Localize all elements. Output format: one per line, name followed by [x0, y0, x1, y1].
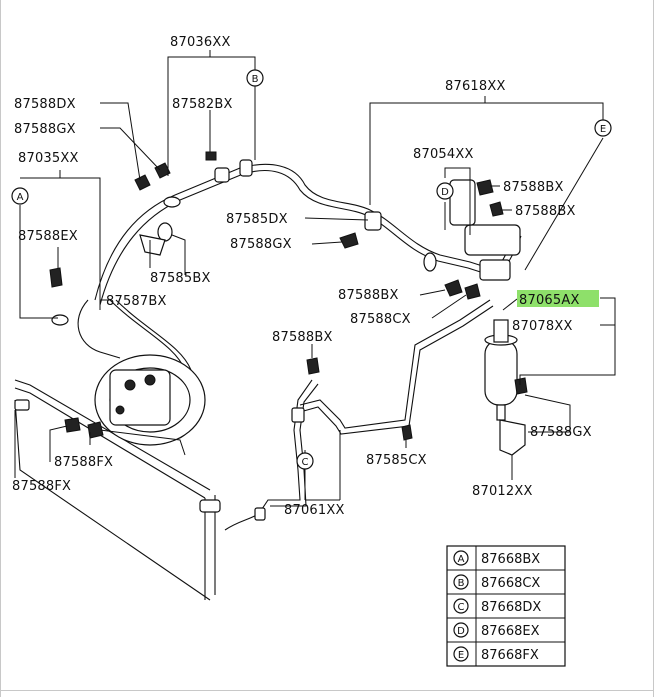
part-labels: 87036XX 87588DX 87588GX 87582BX 87035XX …	[12, 35, 592, 518]
pipework	[14, 163, 522, 601]
label-87618xx[interactable]: 87618XX	[445, 79, 506, 94]
callout-c-text: C	[302, 457, 309, 468]
label-87588bx-right[interactable]: 87588BX	[515, 204, 576, 219]
legend-key-e: E	[458, 650, 464, 661]
label-87582bx[interactable]: 87582BX	[172, 97, 233, 112]
receiver-drier	[484, 319, 518, 421]
callout-d-text: D	[441, 187, 449, 198]
label-87585dx[interactable]: 87585DX	[226, 212, 288, 227]
label-87588bx-upper-right[interactable]: 87588BX	[503, 180, 564, 195]
frame-left-border	[0, 0, 1, 697]
callout-c: C	[296, 452, 314, 470]
legend-part-e[interactable]: 87668FX	[481, 648, 539, 663]
frame-bottom-border	[0, 690, 654, 691]
label-87588fx-upper[interactable]: 87588FX	[54, 455, 113, 470]
legend-row-b: B 87668CX	[453, 574, 540, 591]
label-87587bx[interactable]: 87587BX	[106, 294, 167, 309]
callout-b: B	[246, 69, 264, 87]
label-87588gx-right[interactable]: 87588GX	[530, 425, 592, 440]
legend-part-a[interactable]: 87668BX	[481, 552, 540, 567]
callout-d: D	[436, 182, 454, 200]
callout-a: A	[11, 187, 29, 205]
label-87065ax[interactable]: 87065AX	[519, 293, 580, 308]
label-87588ex[interactable]: 87588EX	[18, 229, 78, 244]
compressor	[94, 354, 206, 456]
label-87588bx-middle[interactable]: 87588BX	[338, 288, 399, 303]
frame-right-border	[653, 0, 654, 697]
label-87585bx[interactable]: 87585BX	[150, 271, 211, 286]
legend-key-c: C	[458, 602, 465, 613]
legend-table: A 87668BX B 87668CX C 87668DX D 87668EX …	[446, 545, 566, 667]
fittings	[14, 151, 528, 521]
label-87061xx[interactable]: 87061XX	[284, 503, 345, 518]
leader-lines	[14, 50, 616, 501]
legend-key-b: B	[458, 578, 465, 589]
label-87036xx[interactable]: 87036XX	[170, 35, 231, 50]
legend-key-a: A	[458, 554, 465, 565]
callout-b-text: B	[252, 74, 259, 85]
bracket-87012	[499, 419, 526, 470]
label-87585cx[interactable]: 87585CX	[366, 453, 427, 468]
legend-part-b[interactable]: 87668CX	[481, 576, 540, 591]
legend-part-c[interactable]: 87668DX	[481, 600, 541, 615]
label-87588bx-lower[interactable]: 87588BX	[272, 330, 333, 345]
label-87054xx[interactable]: 87054XX	[413, 147, 474, 162]
callout-e: E	[594, 119, 612, 137]
legend-row-c: C 87668DX	[453, 598, 541, 615]
label-87078xx[interactable]: 87078XX	[512, 319, 573, 334]
label-87588cx[interactable]: 87588CX	[350, 312, 411, 327]
label-87588dx[interactable]: 87588DX	[14, 97, 76, 112]
label-87035xx[interactable]: 87035XX	[18, 151, 79, 166]
legend-row-e: E 87668FX	[453, 646, 539, 663]
legend-key-d: D	[457, 626, 465, 637]
label-87588gx-middle[interactable]: 87588GX	[230, 237, 292, 252]
highlight-87065ax	[517, 290, 599, 307]
label-87588gx-upper[interactable]: 87588GX	[14, 122, 76, 137]
label-87012xx[interactable]: 87012XX	[472, 484, 533, 499]
evaporator-block	[449, 179, 521, 281]
legend-row-d: D 87668EX	[453, 622, 540, 639]
callout-e-text: E	[600, 124, 606, 135]
label-87588fx-lower[interactable]: 87588FX	[12, 479, 71, 494]
legend-part-d[interactable]: 87668EX	[481, 624, 540, 639]
legend-row-a: A 87668BX	[453, 550, 540, 567]
callout-a-text: A	[17, 192, 24, 203]
